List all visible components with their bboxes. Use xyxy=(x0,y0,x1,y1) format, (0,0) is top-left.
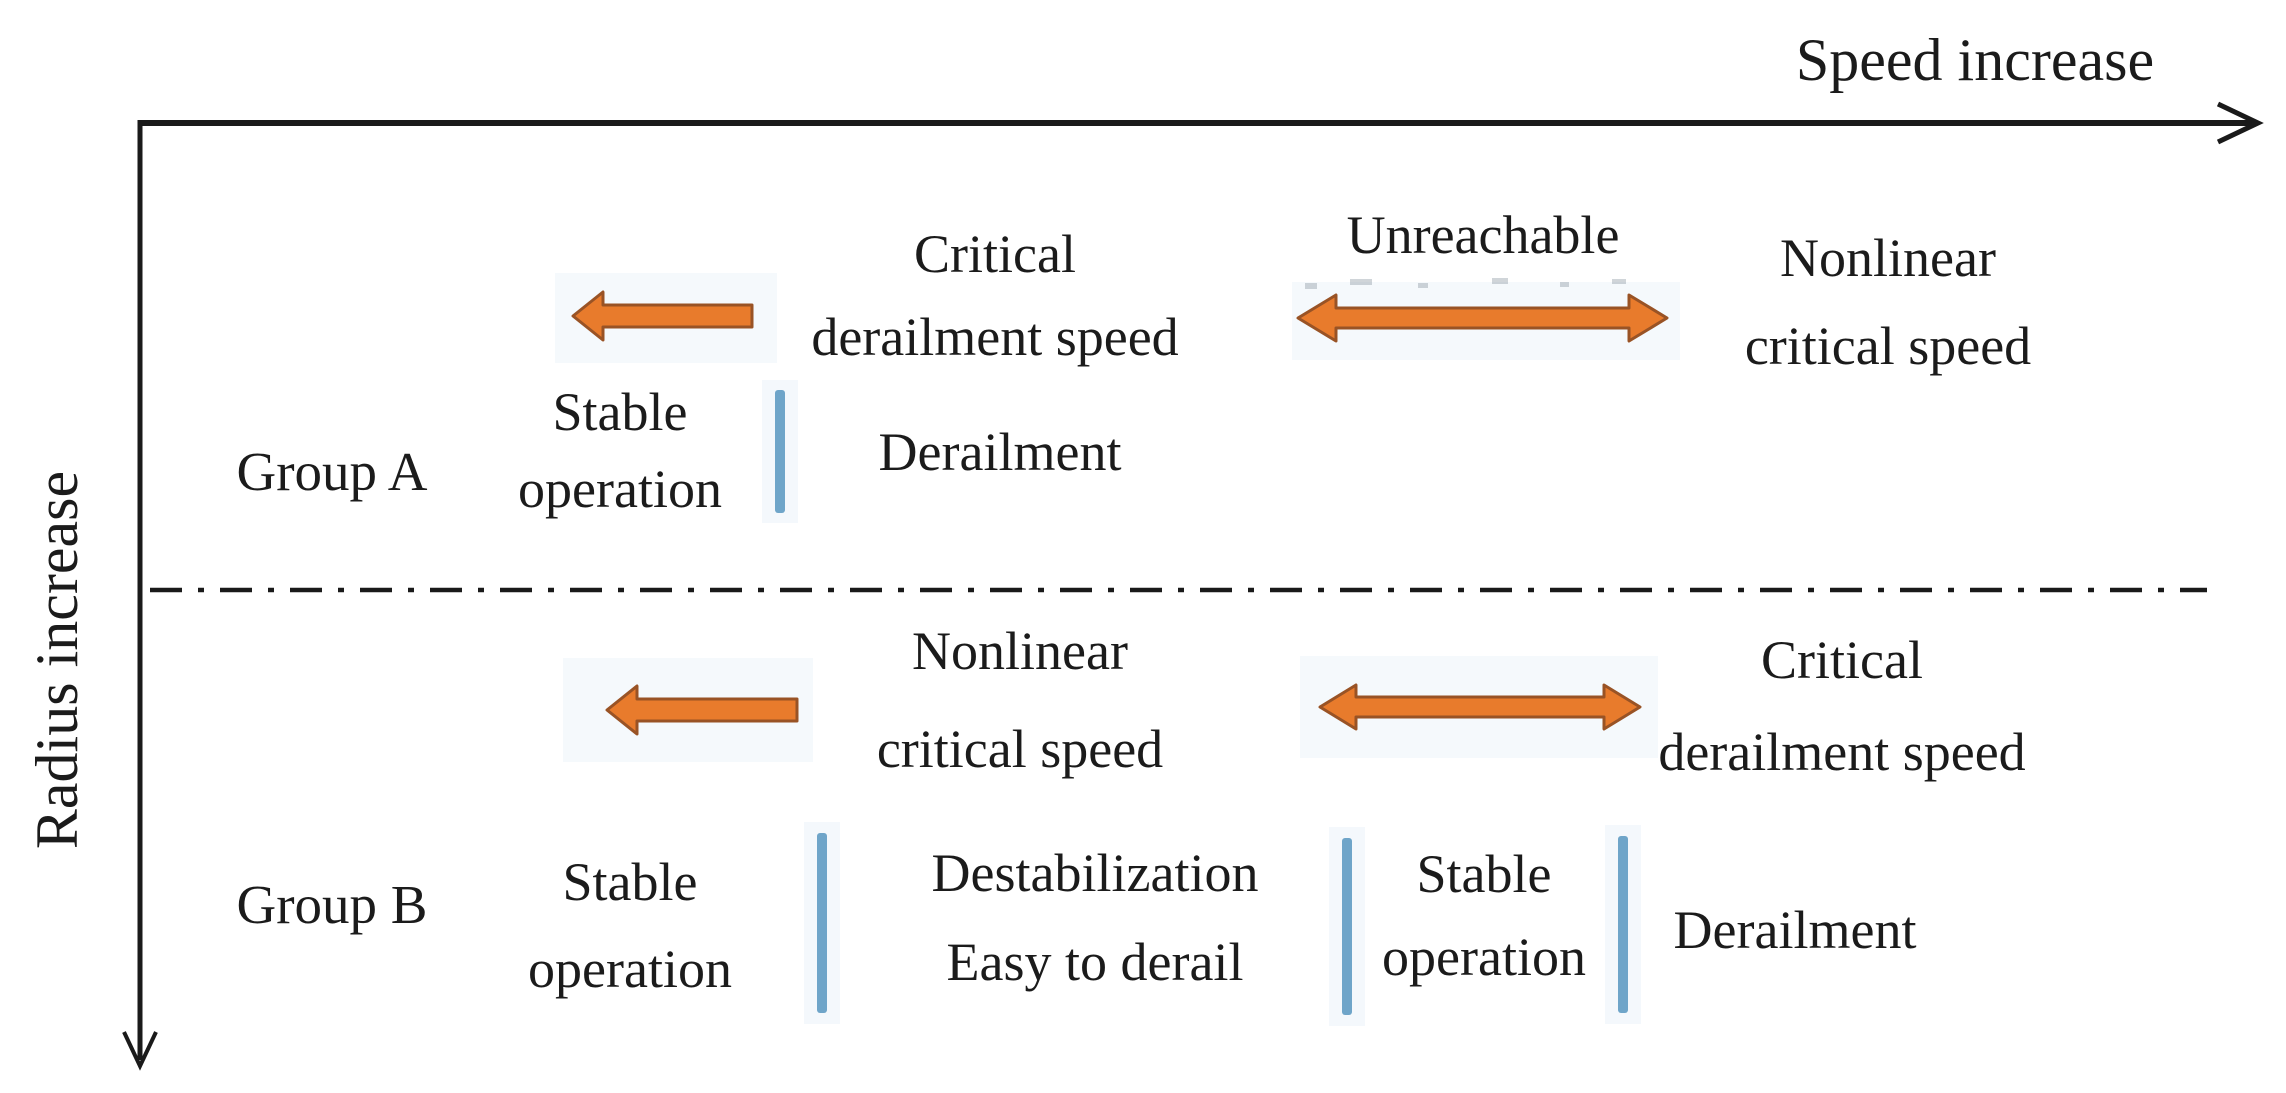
label-line: operation xyxy=(518,459,722,519)
label-line: Stable xyxy=(552,382,688,442)
label-line: operation xyxy=(528,939,732,999)
group-a-label: Group A xyxy=(236,441,428,502)
label-line: derailment speed xyxy=(811,307,1179,367)
label-line: critical speed xyxy=(1744,316,2032,376)
group-b-double-arrow-icon xyxy=(1318,683,1642,731)
label-line: Nonlinear xyxy=(912,621,1128,681)
group-b-separator-bar-2 xyxy=(1342,838,1352,1015)
erased-text-artifact xyxy=(1305,278,1626,289)
speed-axis-arrowhead-icon xyxy=(2216,101,2264,145)
label-critical-derailment-speed-b: Critical derailment speed xyxy=(1658,614,2025,798)
group-a-left-arrow-icon xyxy=(571,290,754,342)
label-line: Easy to derail xyxy=(946,932,1244,992)
label-stable-operation-a: Stable operation xyxy=(518,374,722,528)
label-line: Critical xyxy=(1761,630,1923,690)
label-stable-operation-b-left: Stable operation xyxy=(528,839,732,1013)
label-unreachable: Unreachable xyxy=(1346,205,1620,265)
label-line: Stable xyxy=(562,852,698,912)
group-b-left-arrow-icon xyxy=(605,684,799,736)
group-a-separator-bar xyxy=(775,390,785,513)
label-line: Critical xyxy=(914,224,1076,284)
group-a-double-arrow-icon xyxy=(1296,293,1669,343)
label-line: Stable xyxy=(1416,844,1552,904)
group-b-separator-bar-1 xyxy=(817,833,827,1013)
label-derailment-a: Derailment xyxy=(878,422,1122,482)
label-derailment-b: Derailment xyxy=(1673,900,1917,960)
label-stable-operation-b-right: Stable operation xyxy=(1382,833,1586,999)
label-nonlinear-critical-speed-a: Nonlinear critical speed xyxy=(1745,214,2031,390)
radius-axis-label: Radius increase xyxy=(24,470,90,850)
label-destabilization-easy-to-derail: Destabilization Easy to derail xyxy=(932,829,1259,1007)
speed-axis-label: Speed increase xyxy=(1795,27,2155,93)
label-nonlinear-critical-speed-b: Nonlinear critical speed xyxy=(877,602,1163,798)
group-b-label: Group B xyxy=(236,874,428,935)
label-line: derailment speed xyxy=(1658,722,2026,782)
label-line: Destabilization xyxy=(931,843,1259,903)
label-critical-derailment-speed-a: Critical derailment speed xyxy=(811,213,1178,379)
label-line: Nonlinear xyxy=(1780,228,1996,288)
label-line: critical speed xyxy=(876,719,1164,779)
radius-axis-arrowhead-icon xyxy=(122,1031,158,1071)
label-line: operation xyxy=(1382,927,1586,987)
group-b-separator-bar-3 xyxy=(1618,836,1628,1013)
